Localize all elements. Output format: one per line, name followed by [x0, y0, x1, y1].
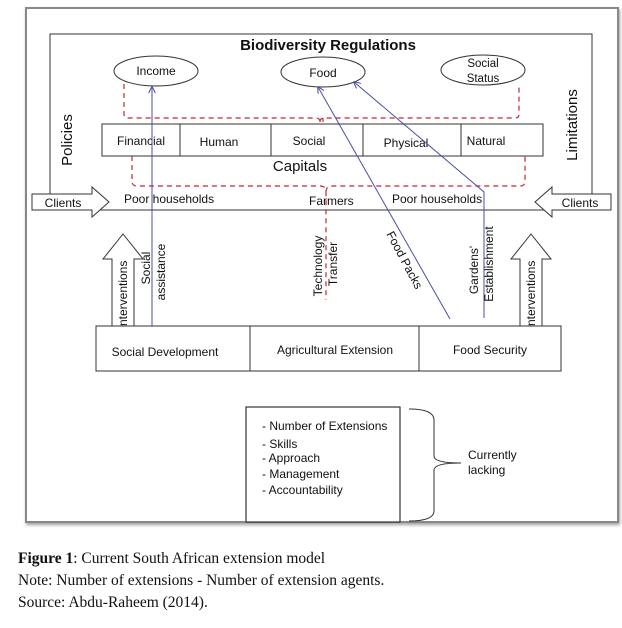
flow-technology-transfer-2: Transfer	[326, 242, 340, 286]
figure-source: Source: Abdu-Raheem (2014).	[18, 594, 208, 611]
arrow-gardens-to-food	[354, 82, 485, 318]
capital-financial: Financial	[117, 134, 165, 148]
diagram-title: Biodiversity Regulations	[240, 37, 416, 54]
clients-arrow-right	[534, 185, 612, 219]
policies-label: Policies	[59, 114, 76, 166]
outcome-social-status-label-1: Social	[467, 58, 498, 70]
department-agricultural-extension: Agricultural Extension	[277, 343, 393, 357]
arrow-food-packs-to-food	[318, 87, 451, 320]
flow-gardens-2: Establishment	[482, 226, 496, 302]
flow-gardens-1: Gardens'	[467, 246, 481, 294]
lacking-item: - Approach	[262, 451, 320, 465]
capital-physical: Physical	[384, 136, 429, 150]
outcome-income	[113, 55, 199, 87]
flow-social-assistance-1: Social	[139, 252, 153, 285]
departments-table	[95, 325, 562, 372]
capitals-label: Capitals	[273, 158, 327, 175]
figure-title: : Current South African extension model	[73, 550, 326, 567]
client-group-poor-households-left: Poor households	[124, 192, 214, 206]
clients-arrow-left	[31, 185, 110, 219]
capital-human: Human	[200, 135, 239, 149]
figure-caption: Figure 1: Current South African extensio…	[18, 549, 325, 568]
capital-social: Social	[293, 134, 326, 148]
limitations-label: Limitations	[564, 89, 581, 161]
client-group-poor-households-right: Poor households	[392, 192, 482, 206]
department-social-development: Social Development	[112, 345, 219, 359]
lacking-item: - Accountability	[262, 483, 343, 497]
lacking-item: - Skills	[262, 437, 297, 451]
client-group-farmers: Farmers	[309, 194, 354, 208]
clients-label-right: Clients	[562, 196, 599, 210]
currently-lacking-label-2: lacking	[468, 463, 505, 477]
interventions-label-left: Interventions	[116, 261, 130, 330]
capital-natural: Natural	[467, 134, 506, 148]
extension-model-diagram: Biodiversity Regulations Income Food Soc…	[25, 7, 619, 523]
currently-lacking-label-1: Currently	[468, 448, 517, 462]
figure-label: Figure 1	[18, 550, 74, 567]
curly-brace	[408, 408, 462, 522]
outcome-food-label: Food	[309, 66, 336, 80]
figure-note: Note: Number of extensions - Number of e…	[18, 572, 385, 589]
flow-social-assistance-2: assistance	[154, 243, 168, 300]
outcome-social-status-label-2: Status	[467, 73, 500, 85]
interventions-label-right: Interventions	[524, 261, 538, 330]
outcomes-bracket	[123, 84, 520, 148]
lacking-box	[245, 406, 401, 523]
lacking-item: - Number of Extensions	[262, 419, 387, 433]
capitals-bracket	[131, 156, 526, 300]
lacking-item: - Management	[262, 467, 340, 481]
outcome-income-label: Income	[136, 64, 176, 78]
capitals-table	[101, 123, 544, 157]
clients-label-left: Clients	[45, 196, 82, 210]
flow-technology-transfer-1: Technology	[311, 236, 325, 297]
regulations-box	[49, 33, 593, 211]
department-food-security: Food Security	[453, 343, 527, 357]
outcome-social-status	[440, 54, 526, 86]
